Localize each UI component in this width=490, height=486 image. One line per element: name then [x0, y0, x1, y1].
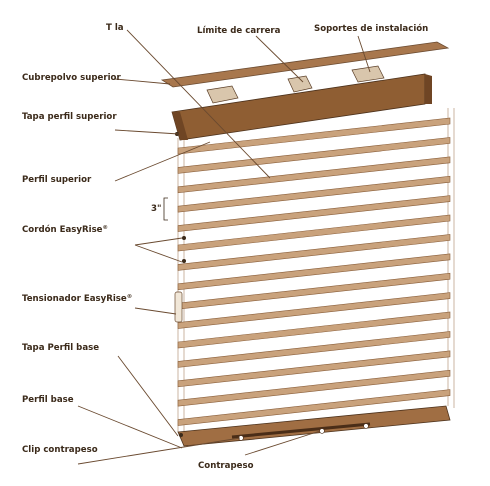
- bottom-rail: [177, 405, 451, 447]
- label-tensionador-mark: ®: [127, 294, 133, 300]
- slat: [177, 156, 451, 194]
- label-limite-carrera: Límite de carrera: [197, 26, 281, 36]
- slat: [177, 214, 451, 252]
- label-tapa-perfil-base: Tapa Perfil base: [22, 343, 99, 353]
- slat: [177, 292, 451, 329]
- slat: [177, 311, 451, 349]
- dust-cover-plate: [160, 41, 450, 88]
- label-contrapeso: Contrapeso: [198, 461, 254, 471]
- label-tensionador: Tensionador EasyRise®: [22, 294, 132, 304]
- leader-lines: [77, 29, 371, 465]
- label-medida: 3": [151, 204, 161, 214]
- slat: [177, 369, 451, 407]
- slat: [177, 272, 451, 310]
- label-tapa-perfil-superior: Tapa perfil superior: [22, 112, 117, 122]
- easyrise-tensioner: [174, 291, 183, 323]
- label-tensionador-text: Tensionador EasyRise: [22, 294, 127, 304]
- label-clip: Clip contrapeso: [22, 445, 98, 455]
- label-perfil-base: Perfil base: [22, 395, 74, 405]
- slat: [177, 350, 451, 388]
- slat: [177, 117, 451, 155]
- slat: [177, 195, 451, 232]
- slat: [177, 389, 451, 426]
- label-cordon-mark: ®: [103, 225, 109, 231]
- slat: [177, 331, 451, 368]
- installation-brackets: [206, 65, 385, 104]
- slat: [177, 137, 451, 174]
- label-cordon-text: Cordón EasyRise: [22, 224, 103, 235]
- label-tela: T la: [106, 23, 124, 33]
- slat: [177, 253, 451, 291]
- headrail: [171, 73, 432, 141]
- label-perfil-superior: Perfil superior: [22, 175, 92, 185]
- slats-group: [177, 117, 451, 426]
- slat-spacing-bracket: [163, 197, 168, 221]
- slat: [177, 234, 451, 271]
- slat: [177, 175, 451, 213]
- label-soportes: Soportes de instalación: [314, 23, 428, 34]
- label-cordon: Cordón EasyRise®: [22, 224, 108, 235]
- label-cubrepolvo: Cubrepolvo superior: [22, 73, 121, 83]
